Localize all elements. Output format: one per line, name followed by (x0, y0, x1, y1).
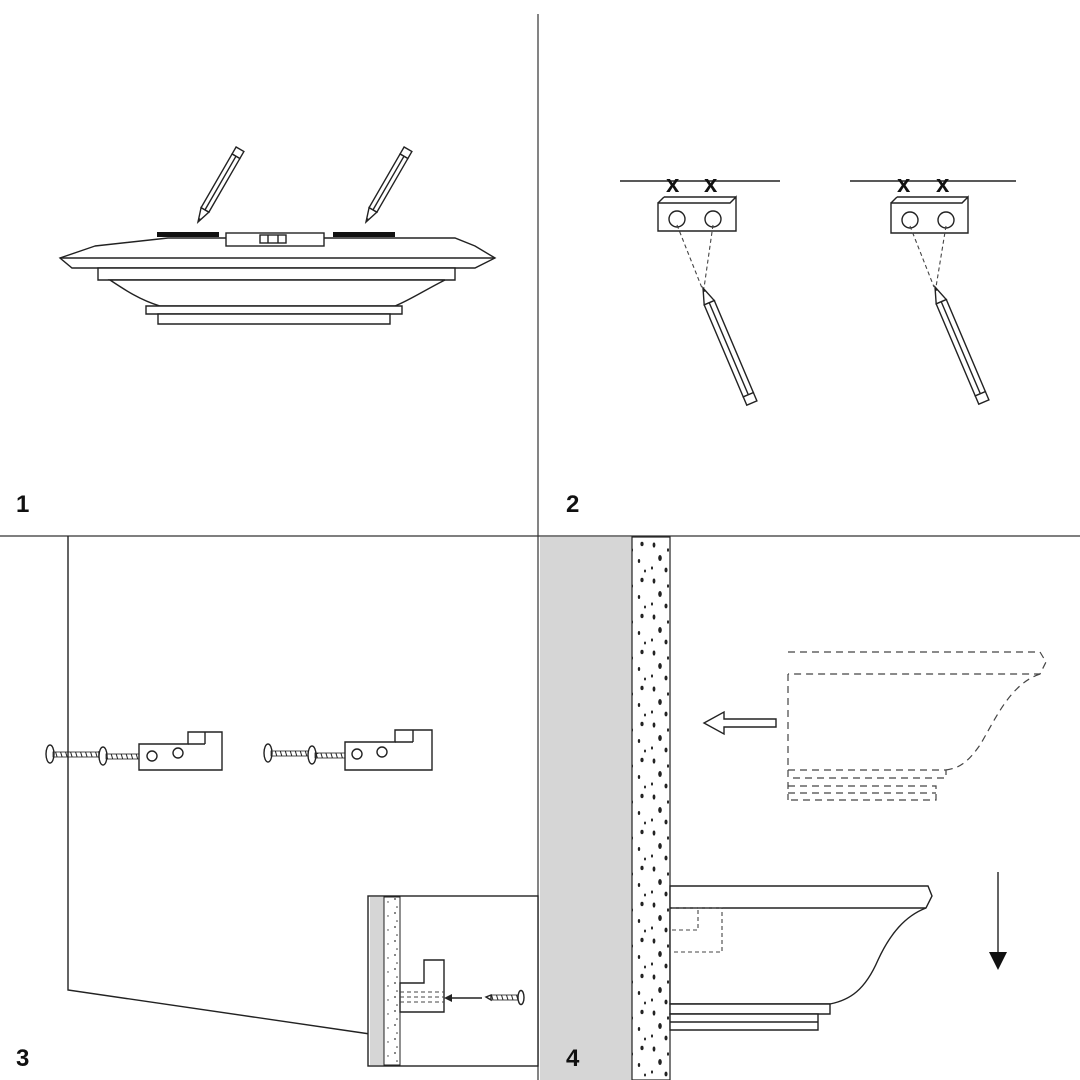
hole-mark: x (666, 171, 680, 198)
shelf-front-view (58, 237, 497, 325)
step-number-3: 3 (16, 1045, 29, 1072)
panel-step-2: x x x x (566, 171, 1016, 518)
detail-inset (367, 895, 539, 1067)
arrow-left-icon (444, 994, 482, 1002)
panel-step-3: 3 (16, 536, 539, 1072)
pencil-icon (702, 286, 758, 407)
mounting-bracket-icon (890, 195, 969, 234)
shelf-profile-ghost (787, 651, 1047, 801)
screw-icon (45, 744, 107, 764)
arrow-down-icon (989, 872, 1007, 970)
shelf-profile-installed (669, 885, 933, 1031)
hole-mark: x (936, 171, 950, 198)
pencil-mark-left (157, 232, 219, 237)
mounting-bracket-icon (344, 729, 433, 771)
wall-section (631, 536, 671, 1080)
panel-step-4: 4 (540, 536, 1047, 1080)
step-number-1: 1 (16, 491, 29, 518)
spirit-level-icon (225, 232, 325, 247)
mounting-bracket-icon (399, 959, 445, 1013)
step-number-4: 4 (566, 1045, 580, 1072)
pencil-icon (196, 146, 245, 224)
pencil-icon (364, 146, 413, 224)
arrow-left-icon (702, 710, 777, 736)
wall-section (383, 896, 401, 1066)
mounting-bracket-icon (138, 731, 223, 771)
pencil-icon (934, 285, 990, 406)
screw-icon (484, 989, 525, 1006)
wall-section (540, 537, 632, 1080)
panel-step-1: 1 (16, 146, 497, 518)
wall-outline (67, 536, 371, 1035)
mounting-bracket-icon (657, 195, 737, 232)
hole-mark: x (897, 171, 911, 198)
pencil-mark-right (333, 232, 395, 237)
step-number-2: 2 (566, 491, 579, 518)
hole-mark: x (704, 171, 718, 198)
wall-section (370, 897, 384, 1065)
